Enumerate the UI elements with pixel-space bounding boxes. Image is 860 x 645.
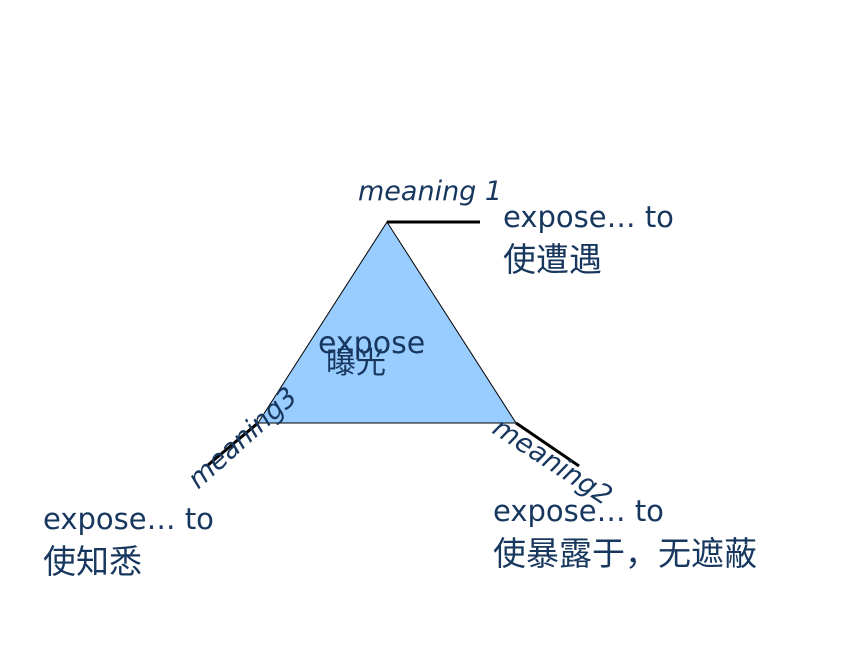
connector-meaning-3 xyxy=(207,421,259,467)
meaning-1-chinese: 使遭遇 xyxy=(503,240,602,279)
meaning-3-chinese: 使知悉 xyxy=(43,542,142,581)
meaning-3-english: expose… to xyxy=(43,502,214,536)
meaning-2-english: expose… to xyxy=(493,494,664,528)
connector-meaning-2 xyxy=(515,421,580,468)
meaning-triangle xyxy=(257,221,517,424)
meaning-1-english: expose… to xyxy=(503,200,674,234)
meaning-1-label: meaning 1 xyxy=(358,176,503,207)
center-word: expose xyxy=(318,326,426,361)
meaning-2-chinese: 使暴露于，无遮蔽 xyxy=(493,534,757,573)
center-chinese: 曝光 xyxy=(326,346,386,381)
